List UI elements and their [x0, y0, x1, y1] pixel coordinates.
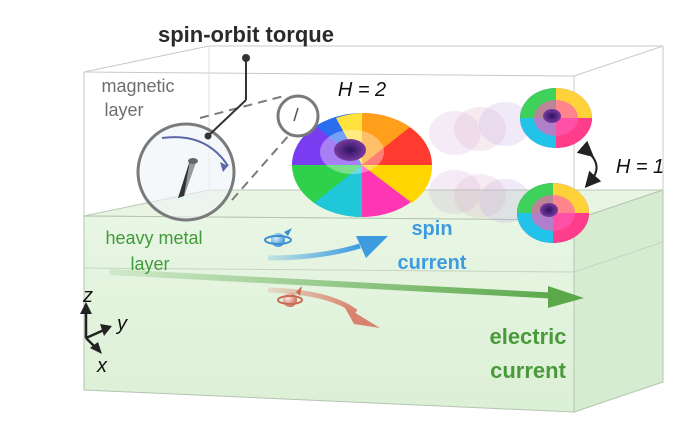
- skyrmion-trail: [429, 102, 531, 223]
- spin-current-arrow: [267, 236, 388, 261]
- axis-y-label: y: [115, 313, 128, 335]
- spin-current-label-line1: spin: [411, 218, 452, 240]
- heavy-metal-label-line1: heavy metal: [105, 228, 202, 248]
- heavy-metal-layer: [83, 189, 664, 413]
- axis-z-label: z: [82, 285, 93, 307]
- h1-label: H = 1: [616, 156, 664, 178]
- h2-label: H = 2: [338, 79, 386, 101]
- spin-current-label-line2: current: [398, 252, 467, 274]
- electric-electron-icon: [277, 286, 303, 307]
- title-label: spin-orbit torque: [158, 22, 334, 47]
- axis-x-label: x: [96, 355, 108, 377]
- torque-pointer: [204, 54, 250, 140]
- magnetic-layer: [83, 45, 664, 220]
- skyrmion-h1-top: [520, 88, 592, 148]
- skyrmion-h1-bottom: [517, 183, 589, 243]
- red-current-arrow: [267, 287, 380, 328]
- electric-current-label-line1: electric: [489, 324, 566, 349]
- skyrmion-h2: [292, 112, 433, 218]
- spin-electron-icon: [264, 228, 292, 247]
- magnetic-layer-label-line2: layer: [104, 100, 143, 120]
- zoom-indicator: [136, 94, 320, 222]
- magnetic-layer-label-line1: magnetic: [101, 76, 174, 96]
- electric-current-arrow: [109, 269, 584, 308]
- small-magnifier: [276, 94, 320, 138]
- h1-double-arrow: [576, 140, 602, 189]
- axes: [80, 302, 112, 354]
- electric-current-label-line2: current: [490, 358, 566, 383]
- heavy-metal-label-line2: layer: [130, 254, 169, 274]
